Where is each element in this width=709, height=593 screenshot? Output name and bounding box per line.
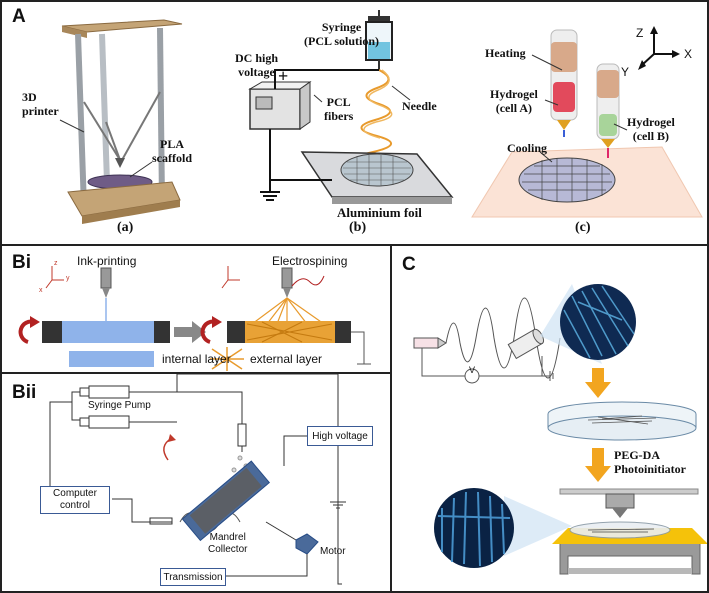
- panel-bii: Bii: [0, 372, 392, 593]
- dc-voltage-label: DC high voltage: [235, 51, 279, 79]
- electrospinning-setup: [248, 10, 454, 204]
- mandrel-collector-label: Mandrel Collector: [208, 532, 248, 555]
- hydrogel-a-label: Hydrogel (cell A): [490, 87, 538, 115]
- bi-axis-z: z: [54, 260, 58, 267]
- needle-label: Needle: [402, 99, 437, 113]
- panel-bi-graphics: [18, 266, 371, 371]
- delta-printer-illustration: [61, 19, 183, 224]
- panel-a-label: A: [12, 6, 26, 27]
- hydrogel-b-label: Hydrogel (cell B): [627, 115, 675, 143]
- panel-a-graphics: [59, 10, 703, 224]
- panel-bii-label: Bii: [12, 382, 37, 403]
- syringe-pump-label: Syringe Pump: [88, 400, 151, 411]
- high-voltage-box: High voltage: [307, 426, 373, 446]
- axis-y-label: Y: [621, 65, 630, 79]
- internal-layer-label: internal layer: [162, 352, 231, 366]
- panel-bii-graphics: [49, 374, 346, 585]
- sub-c-label: (c): [575, 220, 591, 235]
- sub-b-label: (b): [349, 220, 367, 235]
- bi-axis-x: x: [39, 287, 43, 294]
- printer-label: 3D printer: [22, 90, 59, 118]
- external-layer-label: external layer: [250, 352, 323, 366]
- axis-x-label: X: [684, 47, 693, 61]
- pla-scaffold-label: PLA scaffold: [152, 137, 192, 165]
- sub-a-label: (a): [117, 220, 134, 235]
- computer-control-box: Computer control: [40, 486, 110, 514]
- panel-bi-label: Bi: [12, 252, 31, 273]
- panel-c-label: C: [402, 254, 416, 275]
- ink-printing-label: Ink-printing: [77, 254, 137, 268]
- axis-z-label: Z: [636, 26, 644, 40]
- electrospinning-label: Electrospining: [272, 254, 348, 268]
- pegda-label: PEG-DA Photoinitiator: [614, 448, 686, 476]
- motor-label: Motor: [320, 546, 346, 557]
- panel-bi: Bi Ink-printing Electrospining: [0, 244, 392, 374]
- pcl-fibers-label: PCL fibers: [324, 95, 354, 123]
- aluminium-foil-label: Aluminium foil: [337, 205, 422, 220]
- panel-c: C: [390, 244, 709, 593]
- syringe-label: Syringe (PCL solution): [304, 20, 380, 48]
- panel-a: A: [0, 0, 709, 246]
- transmission-box: Transmission: [160, 568, 226, 586]
- bi-axis-y: y: [66, 275, 70, 282]
- panel-c-graphics: [413, 284, 707, 575]
- cooling-label: Cooling: [507, 141, 548, 155]
- plus-sign: +: [278, 66, 289, 86]
- heating-label: Heating: [485, 46, 526, 60]
- voltmeter-symbol: V: [469, 365, 476, 375]
- bioprinting-setup: [471, 26, 703, 218]
